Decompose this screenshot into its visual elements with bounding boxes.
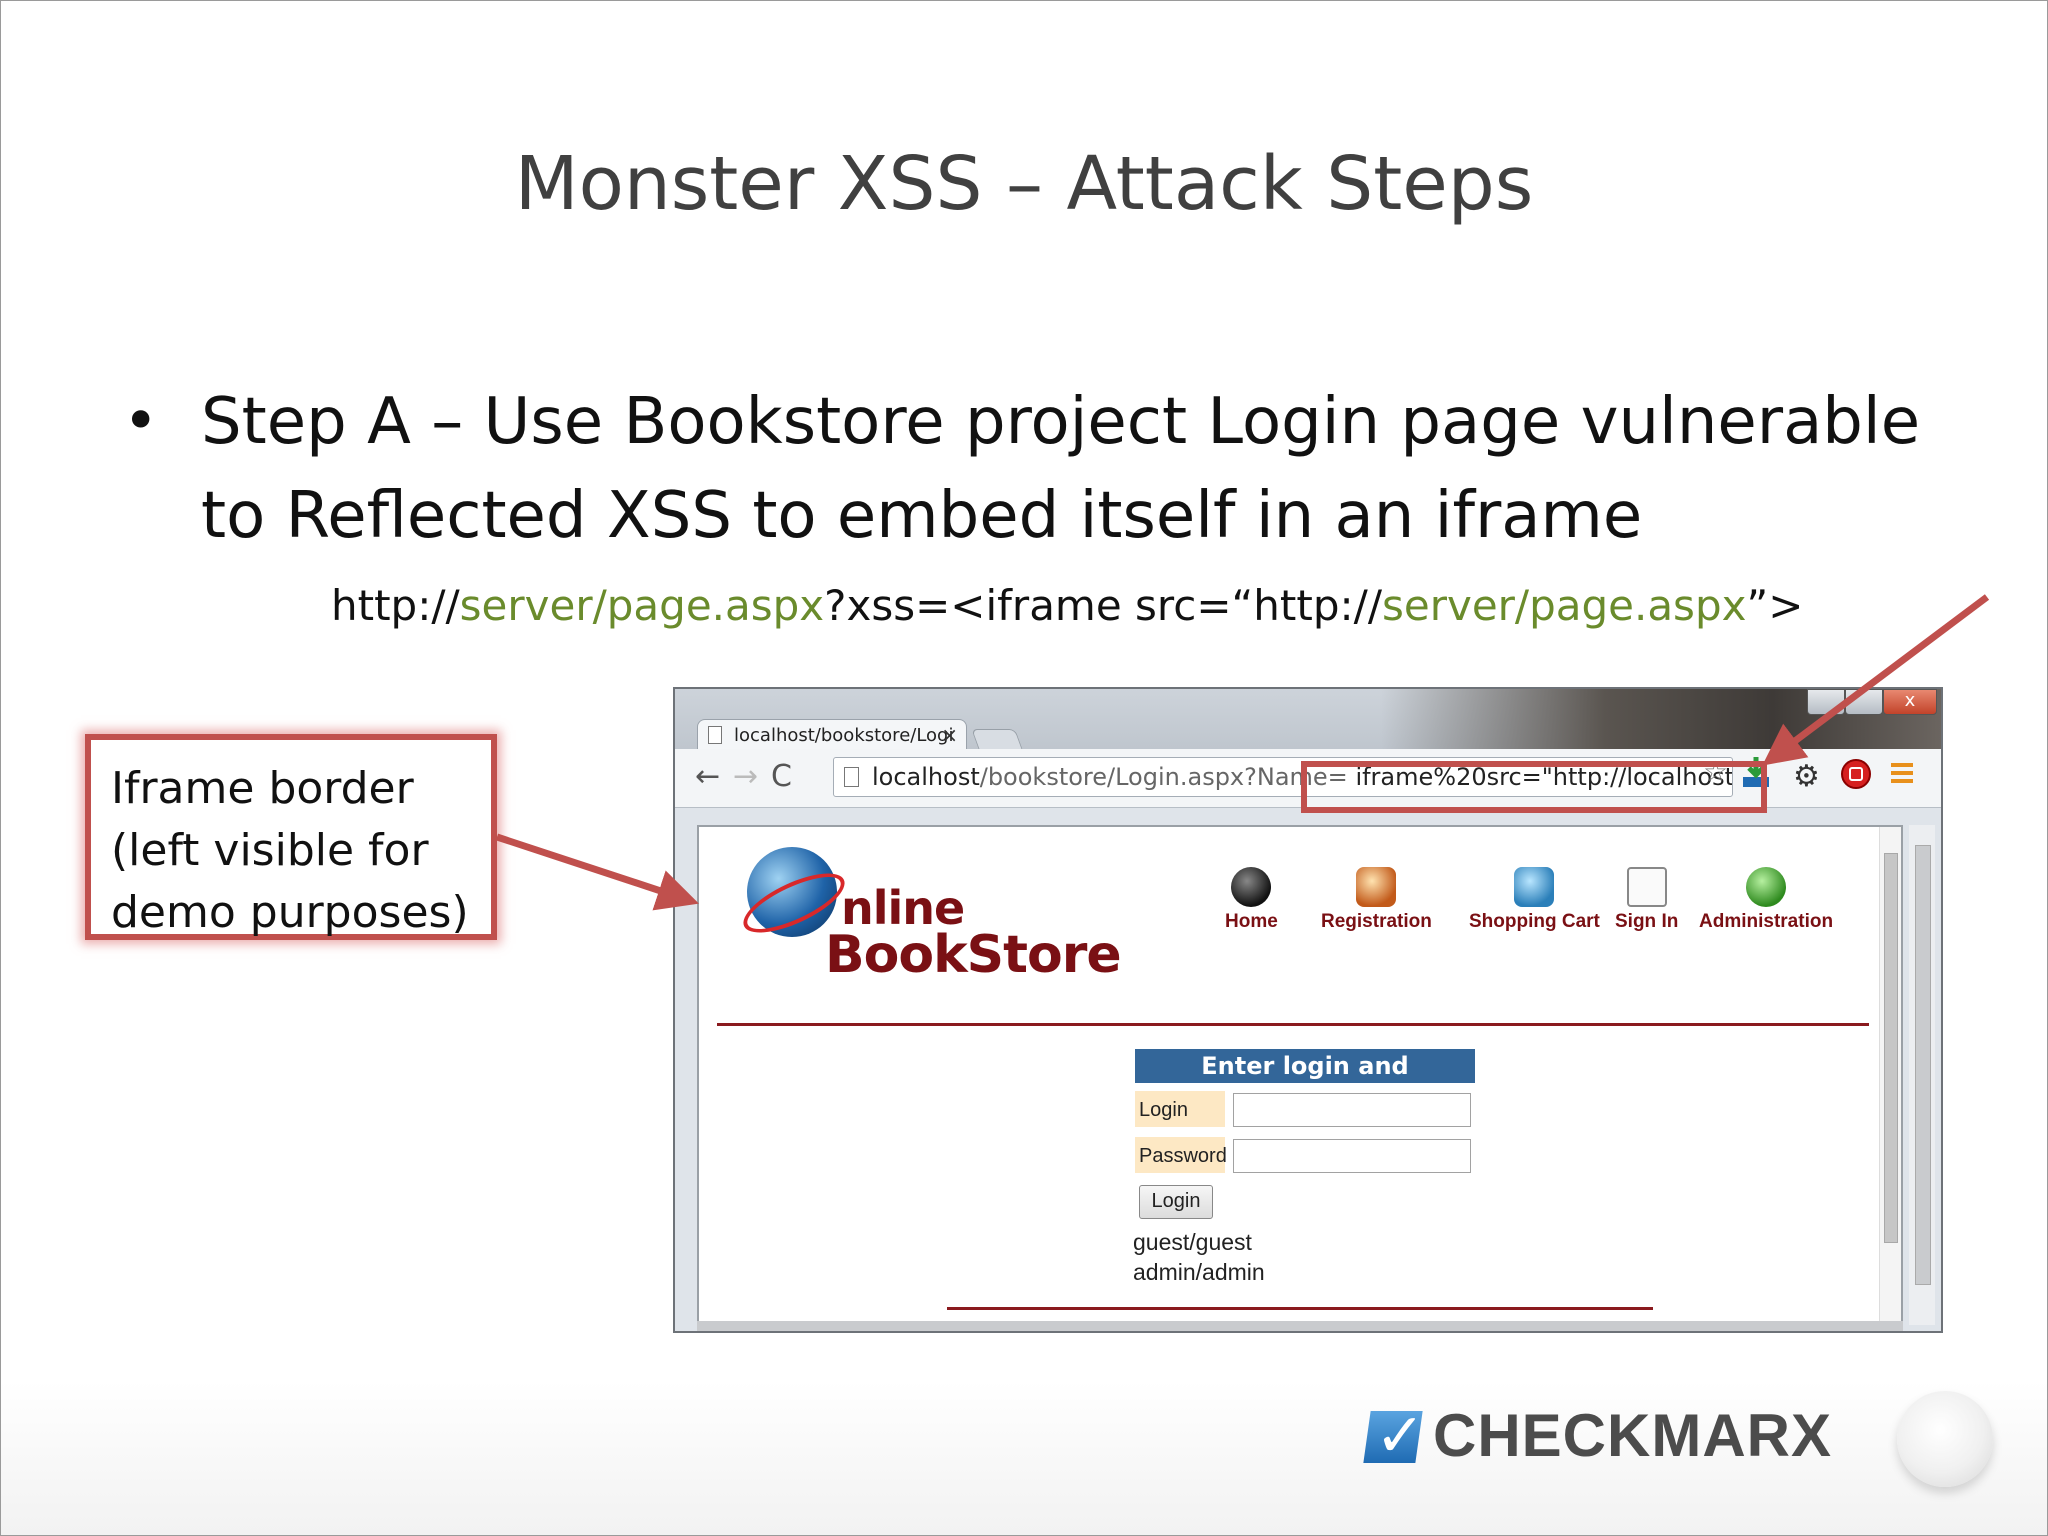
header-divider <box>717 1023 1869 1026</box>
browser-screenshot: localhost/bookstore/Logi × x ← → C local… <box>673 687 1943 1333</box>
page-icon <box>708 726 722 744</box>
iframe-scrollbar[interactable] <box>1879 827 1901 1323</box>
url-part-5: ”> <box>1746 581 1804 630</box>
iframe-border-callout: Iframe border (left visible for demo pur… <box>85 734 497 940</box>
address-query: iframe%20src="http://localhost/bc <box>1355 763 1733 791</box>
callout-arrow <box>495 833 699 911</box>
bullet-dot: • <box>123 386 159 456</box>
login-label: Login <box>1135 1091 1225 1127</box>
nav-administration[interactable]: Administration <box>1699 867 1833 933</box>
menu-icon[interactable] <box>1891 763 1913 787</box>
check-icon: ✓ <box>1375 1401 1426 1471</box>
pencil-icon <box>1356 867 1397 907</box>
reload-icon[interactable]: C <box>771 759 792 794</box>
logo-text-line-1: nline <box>841 881 965 935</box>
bullet-line-2: to Reflected XSS to embed itself in an i… <box>201 479 1643 553</box>
callout-line-1: Iframe border <box>111 763 414 814</box>
checkmarx-logo-text: CHECKMARX <box>1433 1402 1832 1469</box>
login-button[interactable]: Login <box>1139 1185 1213 1219</box>
gear-icon[interactable]: ⚙ <box>1793 759 1820 794</box>
password-label: Password <box>1135 1137 1227 1173</box>
globe-icon <box>1231 867 1272 907</box>
stop-icon[interactable] <box>1841 759 1871 789</box>
back-arrow-icon[interactable]: ← <box>695 759 721 794</box>
callout-line-2: (left visible for <box>111 825 429 876</box>
horizontal-scrollbar[interactable] <box>697 1321 1903 1331</box>
window-maximize-button[interactable] <box>1845 689 1883 715</box>
document-icon <box>1626 867 1667 907</box>
credential-hint-1: guest/guest <box>1133 1229 1252 1255</box>
forward-arrow-icon[interactable]: → <box>733 759 759 794</box>
window-close-button[interactable]: x <box>1883 689 1937 715</box>
people-icon <box>1746 867 1787 907</box>
url-highlight-box <box>1301 761 1767 813</box>
url-part-2: server/page.aspx <box>459 581 825 630</box>
login-form-header: Enter login and password <box>1135 1049 1475 1114</box>
browser-tab[interactable]: localhost/bookstore/Logi × <box>697 719 967 751</box>
cart-icon <box>1514 867 1555 907</box>
credential-hint-2: admin/admin <box>1133 1259 1265 1285</box>
url-part-3: ?xss=<iframe src=“http:// <box>824 581 1382 630</box>
nav-home[interactable]: Home <box>1225 867 1278 933</box>
window-minimize-button[interactable] <box>1807 689 1845 715</box>
bullet-line-1: Step A – Use Bookstore project Login pag… <box>201 385 1921 459</box>
address-bar[interactable]: localhost/bookstore/Login.aspx?Name= ifr… <box>833 757 1733 797</box>
iframe-scroll-thumb[interactable] <box>1884 853 1898 1243</box>
footer-background <box>1 1381 2047 1535</box>
page-scroll-thumb[interactable] <box>1915 845 1931 1285</box>
url-part-1: http:// <box>331 581 460 630</box>
slide-title: Monster XSS – Attack Steps <box>514 141 1534 227</box>
globe-logo-icon <box>747 847 837 937</box>
attack-url: http://server/page.aspx?xss=<iframe src=… <box>331 581 1803 630</box>
password-input[interactable] <box>1233 1139 1471 1173</box>
callout-line-3: demo purposes) <box>111 887 469 938</box>
page-scrollbar[interactable] <box>1909 825 1935 1325</box>
address-host: localhost <box>872 763 980 791</box>
page-icon <box>844 767 859 787</box>
nav-registration[interactable]: Registration <box>1321 867 1432 933</box>
address-path: /bookstore/Login.aspx?Name= <box>979 763 1348 791</box>
url-part-4: server/page.aspx <box>1381 581 1747 630</box>
footer-divider <box>947 1307 1653 1310</box>
login-input[interactable] <box>1233 1093 1471 1127</box>
bullet-text: Step A – Use Bookstore project Login pag… <box>201 375 1981 563</box>
new-tab-button[interactable] <box>971 729 1023 750</box>
star-icon[interactable]: ☆ <box>1703 755 1729 788</box>
tab-title: localhost/bookstore/Logi <box>734 725 954 746</box>
decorative-orb <box>1897 1391 1993 1487</box>
nav-shopping-cart[interactable]: Shopping Cart <box>1469 867 1600 933</box>
page-viewport: nline BookStore Home Registration Shoppi… <box>697 825 1903 1325</box>
tab-close-icon[interactable]: × <box>941 723 958 747</box>
nav-sign-in[interactable]: Sign In <box>1615 867 1678 933</box>
browser-toolbar: ← → C localhost/bookstore/Login.aspx?Nam… <box>675 749 1941 808</box>
logo-text-line-2: BookStore <box>825 925 1122 985</box>
